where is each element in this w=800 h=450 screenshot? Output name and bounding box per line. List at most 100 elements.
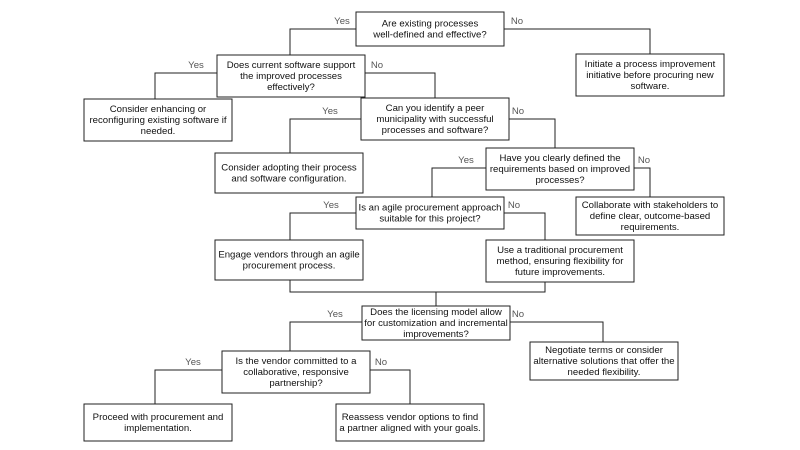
node-text-line: implementation.: [124, 423, 192, 434]
node-text-line: Does current software support: [227, 60, 356, 71]
connector-label-no: No: [512, 106, 524, 117]
connector-q1-to-q2: [289, 28, 356, 55]
node-text-line: procurement process.: [243, 261, 336, 272]
node-box: [355, 11, 505, 47]
connector-a5-to-q6: [289, 280, 437, 306]
action-node-a5: Engage vendors through an agileprocureme…: [214, 239, 364, 281]
node-text-line: Can you identify a peer: [386, 103, 485, 114]
node-box: [361, 305, 511, 341]
node-box: [221, 350, 371, 394]
node-text-line: municipality with successful: [376, 114, 493, 125]
node-text-line: and software configuration.: [231, 174, 346, 185]
connector-q2-to-a2: [154, 72, 217, 99]
node-text-line: needed flexibility.: [568, 367, 641, 378]
node-text-line: Consider enhancing or: [110, 104, 207, 115]
node-text-line: partnership?: [269, 378, 322, 389]
node-text-line: define clear, outcome-based: [590, 211, 711, 222]
node-box: [214, 239, 364, 281]
connector-label-no: No: [371, 60, 383, 71]
connector-label-no: No: [375, 357, 387, 368]
node-box: [575, 196, 725, 236]
action-node-a8: Proceed with procurement andimplementati…: [83, 403, 233, 442]
decision-node-q4: Have you clearly defined therequirements…: [485, 147, 635, 191]
connector-q3-to-q4: [509, 118, 556, 148]
connector-label-yes: Yes: [188, 60, 204, 71]
node-text-line: well-defined and effective?: [372, 30, 486, 41]
connector-q5-to-a6: [504, 212, 546, 240]
connector-label-yes: Yes: [458, 155, 474, 166]
node-text-line: reconfiguring existing software if: [89, 115, 226, 126]
node-text-line: Negotiate terms or consider: [545, 345, 664, 356]
node-text-line: Is an agile procurement approach: [359, 203, 502, 214]
decision-node-q7: Is the vendor committed to acollaborativ…: [221, 350, 371, 394]
node-box: [83, 403, 233, 442]
connector-label-no: No: [511, 16, 523, 27]
node-text-line: Initiate a process improvement: [585, 59, 716, 70]
node-box: [216, 54, 366, 98]
connector-q4-to-a4: [634, 167, 651, 197]
decision-node-q5: Is an agile procurement approachsuitable…: [355, 196, 505, 230]
connector-a6-to-q6: [436, 282, 546, 293]
connector-label-yes: Yes: [185, 357, 201, 368]
connector-label-yes: Yes: [327, 309, 343, 320]
connector-q6-to-a7: [510, 321, 604, 342]
node-text-line: method, ensuring flexibility for: [497, 256, 625, 267]
node-text-line: Does the licensing model allow: [370, 307, 502, 318]
node-text-line: collaborative, responsive: [243, 367, 349, 378]
node-text-line: improvements?: [403, 329, 469, 340]
node-text-line: alternative solutions that offer the: [533, 356, 674, 367]
connector-label-no: No: [638, 155, 650, 166]
node-text-line: processes?: [535, 175, 584, 186]
connector-label-yes: Yes: [323, 200, 339, 211]
node-text-line: processes and software?: [382, 125, 489, 136]
node-box: [575, 53, 725, 97]
node-text-line: Proceed with procurement and: [93, 412, 224, 423]
node-text-line: the improved processes: [240, 71, 342, 82]
connector-q5-to-a5: [289, 212, 356, 240]
node-text-line: Reassess vendor options to find: [342, 412, 479, 423]
connector-label-no: No: [508, 200, 520, 211]
node-box: [83, 98, 233, 142]
node-text-line: Are existing processes: [382, 19, 479, 30]
connector-q1-to-a1: [504, 28, 651, 54]
node-text-line: Collaborate with stakeholders to: [582, 200, 719, 211]
node-text-line: a partner aligned with your goals.: [339, 423, 480, 434]
node-text-line: effectively?: [267, 82, 315, 93]
connector-q2-to-q3: [365, 72, 436, 98]
node-text-line: future improvements.: [515, 267, 605, 278]
connector-label-yes: Yes: [322, 106, 338, 117]
node-text-line: requirements based on improved: [490, 164, 630, 175]
node-text-line: Engage vendors through an agile: [218, 250, 359, 261]
action-node-a1: Initiate a process improvementinitiative…: [575, 53, 725, 97]
connector-label-yes: Yes: [334, 16, 350, 27]
connector-q7-to-a8: [154, 369, 222, 404]
node-box: [355, 196, 505, 230]
node-box: [485, 239, 635, 283]
connector-q3-to-a3: [289, 118, 361, 153]
node-text-line: Have you clearly defined the: [499, 153, 620, 164]
connector-q6-to-q7: [289, 321, 362, 351]
node-text-line: suitable for this project?: [379, 214, 480, 225]
node-text-line: requirements.: [621, 222, 680, 233]
node-text-line: Consider adopting their process: [221, 163, 357, 174]
node-text-line: software.: [631, 81, 670, 92]
node-text-line: Is the vendor committed to a: [235, 356, 357, 367]
node-text-line: Use a traditional procurement: [497, 245, 623, 256]
connector-q4-to-q5: [431, 167, 486, 197]
connector-layer: [154, 28, 651, 404]
node-text-line: needed.: [141, 126, 176, 137]
node-box: [360, 97, 510, 141]
node-box: [485, 147, 635, 191]
